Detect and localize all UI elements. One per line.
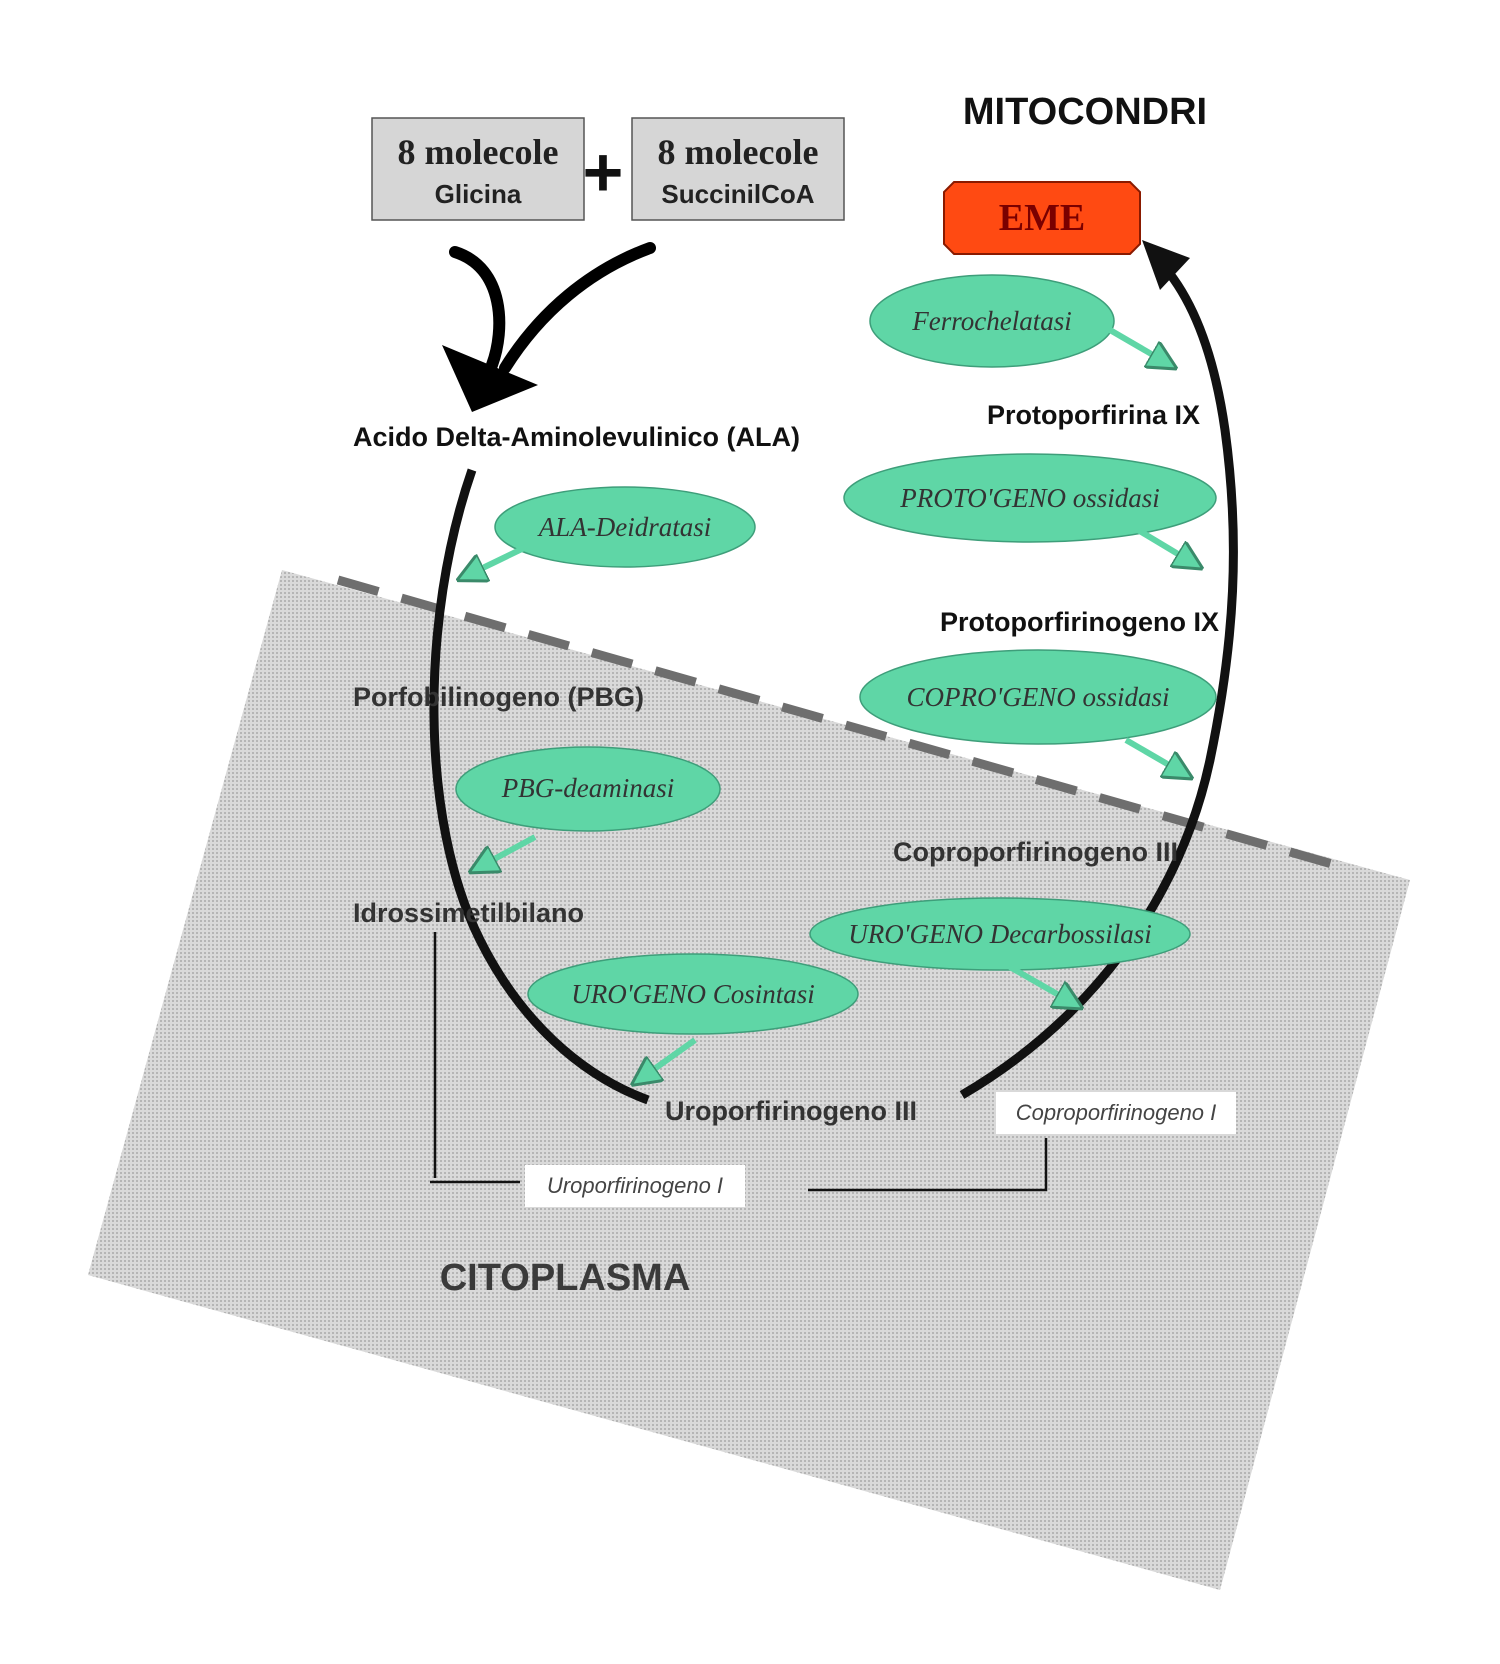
copro1-box: Coproporfirinogeno I	[996, 1092, 1236, 1134]
enzyme-ferrochelatase: Ferrochelatasi	[869, 274, 1115, 368]
svg-text:PROTO'GENO ossidasi: PROTO'GENO ossidasi	[899, 483, 1160, 513]
succinyl-coa-count: 8 molecole	[658, 132, 819, 172]
glycine-name: Glicina	[435, 179, 522, 209]
copro-oxidase-arrow	[1124, 737, 1188, 776]
enzyme-ala-dehydratase: ALA-Deidratasi	[494, 486, 756, 568]
pbg-label: Porfobilinogeno (PBG)	[353, 682, 644, 712]
heme-box: EME	[943, 181, 1141, 255]
pathway-left-arc	[429, 468, 650, 1105]
succinyl-coa-box: 8 molecole SuccinilCoA	[631, 117, 845, 221]
ala-dehydratase-arrow	[462, 544, 528, 578]
uro-decarboxylase-arrow	[1008, 964, 1078, 1006]
ferrochelatase-arrow	[1108, 327, 1172, 366]
svg-text:PBG-deaminasi: PBG-deaminasi	[501, 773, 674, 803]
enzyme-pbg-deaminase: PBG-deaminasi	[455, 746, 721, 832]
pbg-deaminase-arrow	[474, 834, 537, 870]
copro3-label: Coproporfirinogeno III	[893, 837, 1178, 867]
proto-oxidase-arrow	[1136, 527, 1198, 566]
cytoplasm-region	[88, 570, 1410, 1590]
cytoplasm-label: CITOPLASMA	[440, 1257, 691, 1299]
glycine-count: 8 molecole	[398, 132, 559, 172]
svg-text:URO'GENO Decarbossilasi: URO'GENO Decarbossilasi	[848, 919, 1152, 949]
side-branch-lines	[430, 932, 1048, 1192]
svg-text:ALA-Deidratasi: ALA-Deidratasi	[537, 512, 712, 542]
protogen9-label: Protoporfirinogeno IX	[940, 607, 1219, 637]
svg-text:COPRO'GENO ossidasi: COPRO'GENO ossidasi	[906, 682, 1169, 712]
uro1-label: Uroporfirinogeno I	[547, 1173, 723, 1198]
glycine-box: 8 molecole Glicina	[371, 117, 585, 221]
mitochondria-label: MITOCONDRI	[963, 91, 1207, 133]
enzyme-uro-synthase: URO'GENO Cosintasi	[527, 953, 859, 1035]
proto9-label: Protoporfirina IX	[987, 400, 1200, 430]
plus-sign: +	[583, 133, 624, 211]
ala-label: Acido Delta-Aminolevulinico (ALA)	[353, 422, 800, 452]
uro1-box: Uroporfirinogeno I	[525, 1165, 745, 1207]
condensation-arrow	[442, 242, 656, 412]
enzyme-uro-decarboxylase: URO'GENO Decarbossilasi	[809, 897, 1191, 971]
svg-text:Ferrochelatasi: Ferrochelatasi	[911, 306, 1071, 336]
svg-text:URO'GENO Cosintasi: URO'GENO Cosintasi	[571, 979, 815, 1009]
heme-arrowhead	[1142, 240, 1190, 290]
uro-synthase-arrow	[636, 1037, 697, 1082]
hmb-label: Idrossimetilbilano	[353, 898, 584, 928]
enzyme-copro-oxidase: COPRO'GENO ossidasi	[859, 649, 1217, 745]
copro1-label: Coproporfirinogeno I	[1016, 1100, 1217, 1125]
pathway-right-arc	[959, 258, 1238, 1099]
mitochondrial-membrane	[336, 575, 1334, 869]
uro3-label: Uroporfirinogeno III	[665, 1096, 917, 1126]
enzyme-proto-oxidase: PROTO'GENO ossidasi	[843, 453, 1217, 543]
succinyl-coa-name: SuccinilCoA	[661, 179, 814, 209]
heme-label: EME	[999, 197, 1086, 239]
